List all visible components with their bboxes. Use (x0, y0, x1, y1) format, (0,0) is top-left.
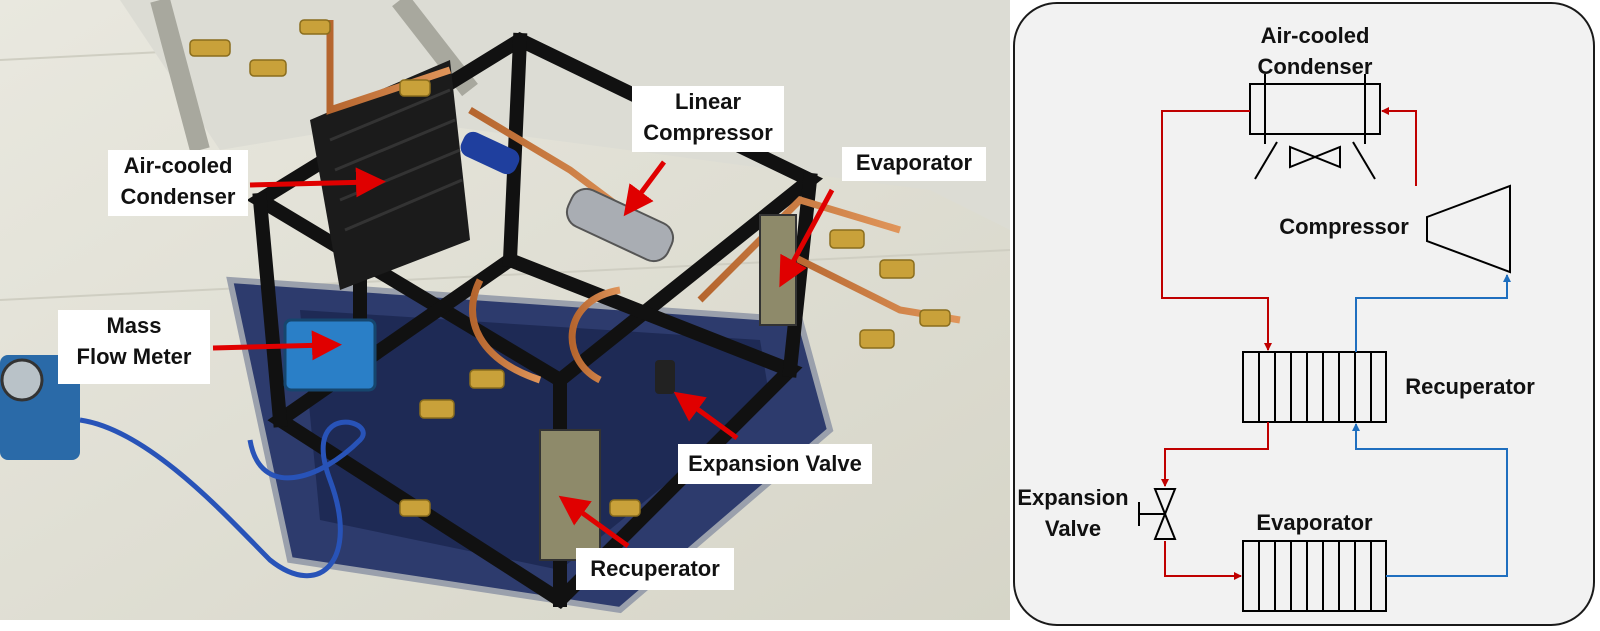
schematic-drawing (1138, 74, 1511, 612)
label-expansion-valve: Expansion Valve (1017, 485, 1129, 541)
evaporator-symbol (1242, 540, 1387, 612)
callout-mass-flow-meter: Mass Flow Meter (58, 310, 210, 384)
callout-evaporator: Evaporator (842, 147, 986, 181)
callout-recuperator: Recuperator (576, 548, 734, 590)
compressor-symbol (1426, 184, 1511, 274)
hot-refrigerant-lines (1161, 107, 1417, 580)
label-air-cooled-condenser: Air-cooled Condenser (1257, 23, 1373, 79)
filter-drier (460, 131, 520, 175)
cold-refrigerant-lines (1352, 274, 1511, 577)
label-compressor: Compressor (1279, 214, 1409, 239)
callout-expansion-valve: Expansion Valve (678, 444, 872, 484)
test-rig-photo: Air-cooled Condenser Linear Compressor E… (0, 0, 1011, 620)
back-table (120, 0, 1010, 230)
callout-air-cooled-condenser: Air-cooled Condenser (108, 150, 248, 216)
brass-fittings (189, 19, 951, 517)
blue-cable (79, 417, 366, 579)
condenser-symbol (1249, 74, 1381, 180)
callout-arrows (212, 160, 835, 549)
condenser-coil (310, 60, 470, 290)
callout-linear-compressor: Linear Compressor (632, 86, 784, 152)
expansion-valve-symbol (1138, 488, 1177, 540)
recuperator-unit (539, 429, 601, 561)
expansion-valve-unit (655, 360, 675, 394)
test-rig-illustration (0, 0, 1011, 620)
label-recuperator: Recuperator (1405, 374, 1535, 399)
cycle-schematic: Air-cooled Condenser Compressor Recupera… (1013, 2, 1595, 626)
label-evaporator: Evaporator (1256, 510, 1373, 535)
fan-icon (1289, 145, 1341, 169)
mass-flow-meter-unit (283, 318, 377, 392)
recuperator-symbol (1242, 351, 1387, 423)
